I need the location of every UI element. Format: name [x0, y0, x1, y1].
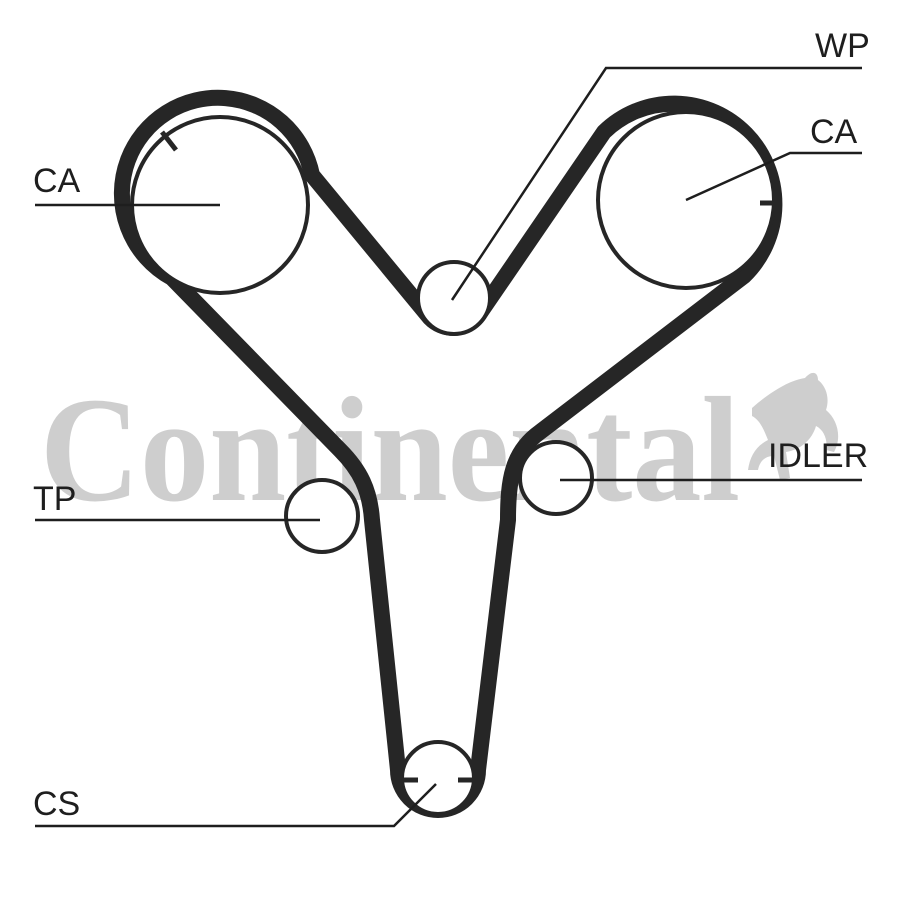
idler-pulley [518, 440, 594, 516]
leader-wp [450, 66, 862, 301]
tensioner-pulley [284, 478, 360, 554]
timing-mark-left [160, 130, 178, 152]
horse-logo-icon [748, 372, 839, 480]
watermark-brand-text: Continental [40, 367, 740, 533]
leader-ca-right [685, 151, 862, 202]
label-ca-right: CA [810, 113, 858, 151]
label-tp: TP [33, 480, 76, 518]
continental-watermark: Continental [40, 367, 839, 533]
label-wp: WP [815, 27, 870, 65]
leader-cs [35, 783, 437, 828]
leader-lines [35, 66, 862, 828]
label-ca-left: CA [33, 162, 81, 200]
label-cs: CS [33, 785, 80, 823]
label-idler: IDLER [768, 437, 868, 475]
